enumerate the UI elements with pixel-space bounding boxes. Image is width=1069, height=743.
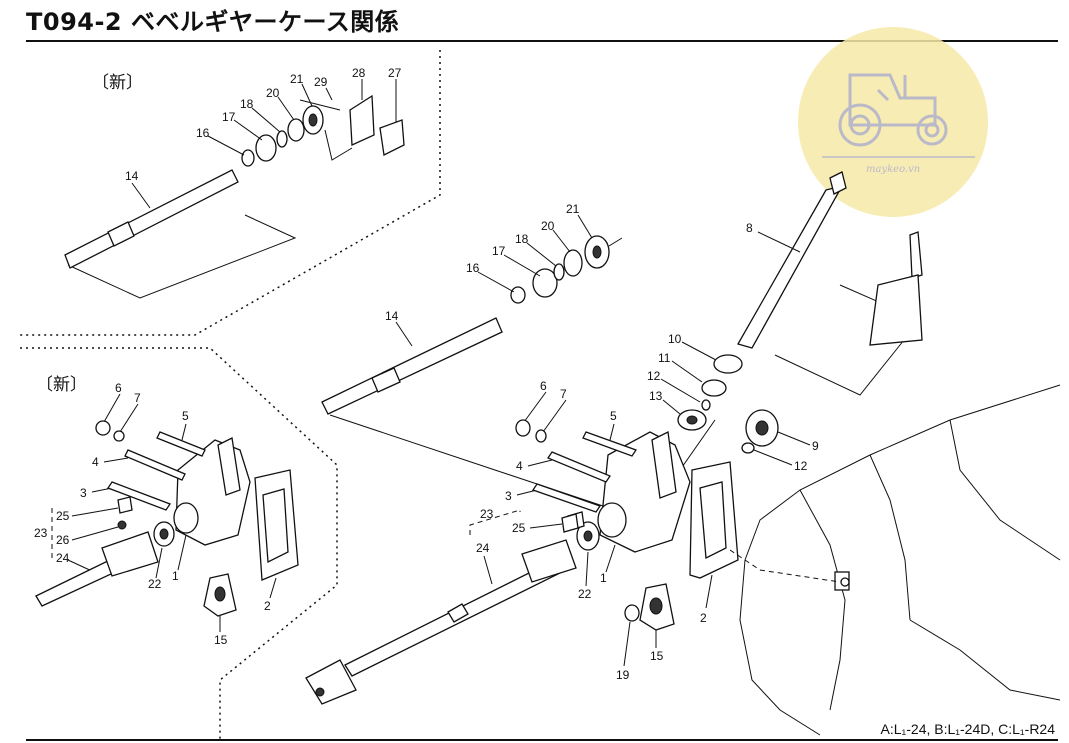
page-title: T094-2 ベベルギヤーケース関係 [26, 8, 400, 36]
label-14-main: 14 [385, 309, 399, 323]
label-3-inset: 3 [80, 486, 87, 500]
label-4-main: 4 [516, 459, 523, 473]
label-8: 8 [746, 221, 753, 235]
label-15-main: 15 [650, 649, 664, 663]
transmission-housing [729, 384, 1061, 736]
label-28: 28 [352, 66, 366, 80]
part-7-inset [113, 430, 125, 442]
label-21-main: 21 [566, 202, 580, 216]
label-13: 13 [649, 389, 663, 403]
label-17-top: 17 [222, 110, 236, 124]
watermark-logo: maykeo.vn [798, 27, 988, 217]
watermark-text: maykeo.vn [866, 164, 920, 175]
label-11: 11 [658, 351, 671, 365]
label-3-main: 3 [505, 489, 512, 503]
part-6-inset [95, 420, 111, 436]
label-14-top: 14 [125, 169, 139, 183]
driveshaft-24-main [305, 539, 577, 705]
label-2-main: 2 [700, 611, 707, 625]
bolt-5-main [582, 431, 638, 457]
plug-25-main [561, 513, 579, 533]
label-22-main: 22 [578, 587, 592, 601]
label-26: 26 [56, 533, 70, 547]
label-24-main: 24 [476, 541, 490, 555]
label-18-main: 18 [515, 232, 529, 246]
label-16-main: 16 [466, 261, 480, 275]
bolt-3-main [531, 483, 602, 513]
label-17-main: 17 [492, 244, 506, 258]
bevel-gear-15-inset [203, 573, 237, 617]
inset-top-shaft-assembly [64, 94, 405, 299]
main-gear-case [567, 431, 739, 579]
label-7-main: 7 [560, 387, 567, 401]
part-7-main [535, 429, 547, 443]
label-18-top: 18 [240, 97, 254, 111]
part-26 [117, 520, 127, 530]
bevel-gear-15-main [639, 583, 675, 631]
label-1-inset: 1 [172, 569, 179, 583]
label-12-upper: 12 [647, 369, 661, 383]
label-7-inset: 7 [134, 391, 141, 405]
label-1-main: 1 [600, 571, 607, 585]
label-25-main: 25 [512, 521, 526, 535]
label-22-inset: 22 [148, 577, 162, 591]
label-15-inset: 15 [214, 633, 228, 647]
label-5-inset: 5 [182, 409, 189, 423]
model-legend: A:L₁-24, B:L₁-24D, C:L₁-R24 [880, 721, 1055, 737]
label-24-inset: 24 [56, 551, 70, 565]
label-2-inset: 2 [264, 599, 271, 613]
label-27: 27 [388, 66, 402, 80]
label-23-inset: 23 [34, 526, 48, 540]
bolt-3-inset [107, 481, 171, 511]
label-19: 19 [616, 668, 630, 682]
label-20-top: 20 [266, 86, 280, 100]
plug-25-inset [117, 496, 133, 514]
label-20-main: 20 [541, 219, 555, 233]
inset-gear-case [153, 437, 299, 581]
label-6-main: 6 [540, 379, 547, 393]
label-23-main: 23 [480, 507, 494, 521]
label-12-lower: 12 [794, 459, 808, 473]
inset-new-label-top: 〔新〕 [92, 73, 143, 93]
bolt-5-inset [156, 431, 206, 457]
bolt-4-main [547, 451, 611, 483]
driveshaft-24-inset [35, 531, 159, 607]
part-6-main [515, 419, 531, 437]
shaft-8-assembly [677, 171, 923, 431]
label-16-top: 16 [196, 126, 210, 140]
label-9: 9 [812, 439, 819, 453]
title-underline [26, 40, 1058, 42]
washer-19 [624, 604, 640, 622]
label-5-main: 5 [610, 409, 617, 423]
inset-new-label-left: 〔新〕 [36, 375, 87, 395]
bolt-4-inset [124, 449, 186, 481]
bottom-rule [26, 739, 1058, 741]
inset-top-border [20, 50, 441, 336]
label-10: 10 [668, 332, 682, 346]
label-29: 29 [314, 75, 328, 89]
label-21-top: 21 [290, 72, 304, 86]
label-25-inset: 25 [56, 509, 70, 523]
gear-9 [741, 409, 779, 454]
label-4-inset: 4 [92, 455, 99, 469]
bracket-23-main [469, 509, 521, 535]
label-6-inset: 6 [115, 381, 122, 395]
inset-left-border [20, 347, 338, 740]
